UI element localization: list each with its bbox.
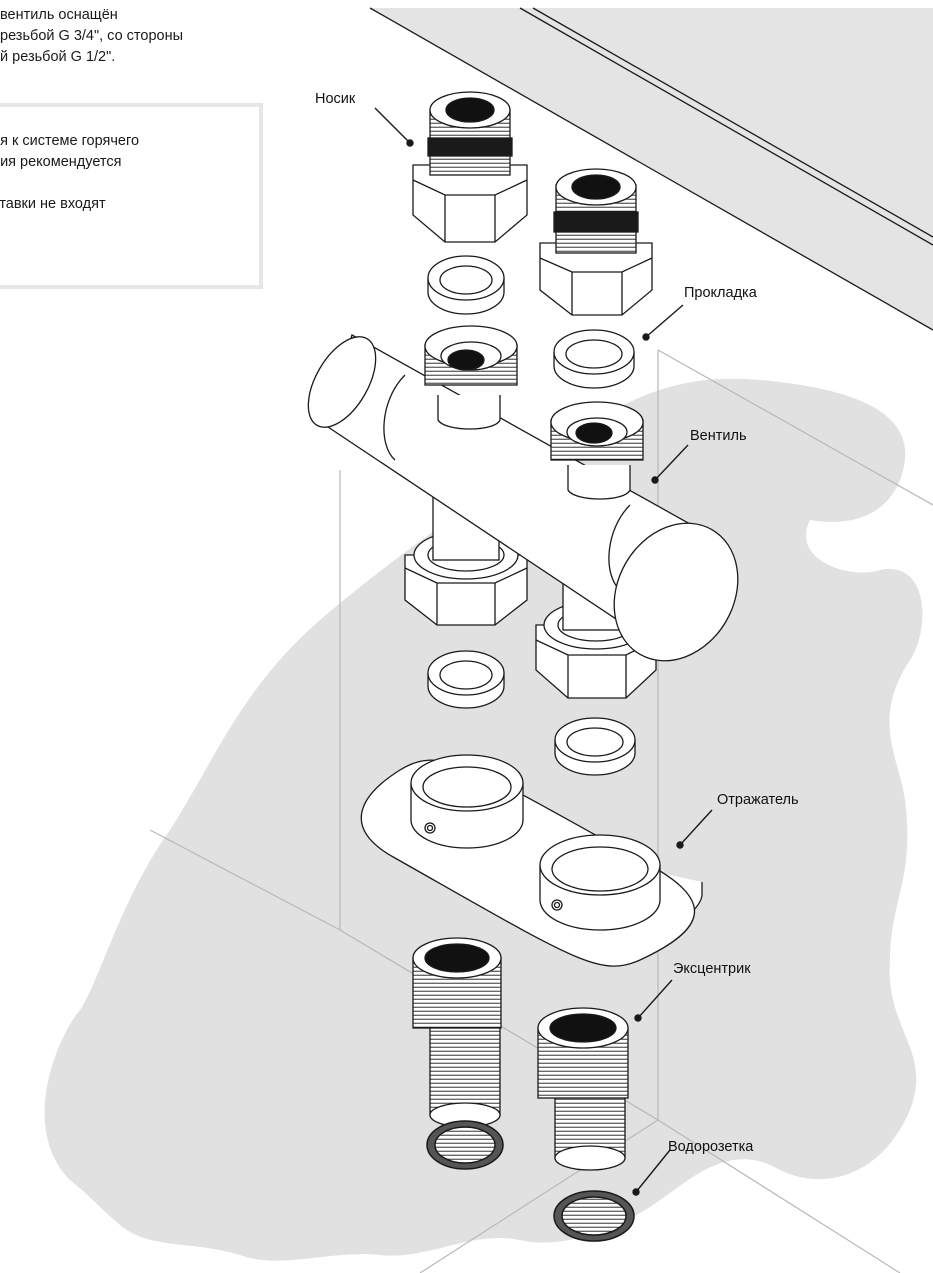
water-socket-holes bbox=[426, 1120, 635, 1242]
spout-right bbox=[539, 168, 653, 316]
note-box: ния к системе горячего ения рекомендуетс… bbox=[0, 103, 263, 289]
label-valve: Вентиль bbox=[690, 428, 747, 444]
label-spout: Носик bbox=[315, 91, 356, 107]
label-gasket: Прокладка bbox=[684, 285, 757, 301]
valve-body bbox=[307, 325, 739, 662]
eccentric-right bbox=[537, 1007, 629, 1171]
spout-left bbox=[412, 91, 528, 243]
intro-text: вентиль оснащён резьбой G 3/4", со сторо… bbox=[0, 7, 184, 65]
eccentric-left bbox=[412, 937, 502, 1128]
gaskets-bottom bbox=[427, 650, 636, 776]
leader-lines bbox=[374, 107, 713, 1196]
note-text: ния к системе горячего ения рекомендуетс… bbox=[0, 133, 140, 212]
reflector-plate bbox=[360, 754, 703, 967]
label-reflector: Отражатель bbox=[717, 792, 799, 808]
gaskets-top bbox=[427, 255, 635, 389]
top-beam bbox=[369, 7, 933, 331]
label-eccentric: Эксцентрик bbox=[673, 961, 751, 977]
label-water-socket: Водорозетка bbox=[668, 1139, 754, 1155]
